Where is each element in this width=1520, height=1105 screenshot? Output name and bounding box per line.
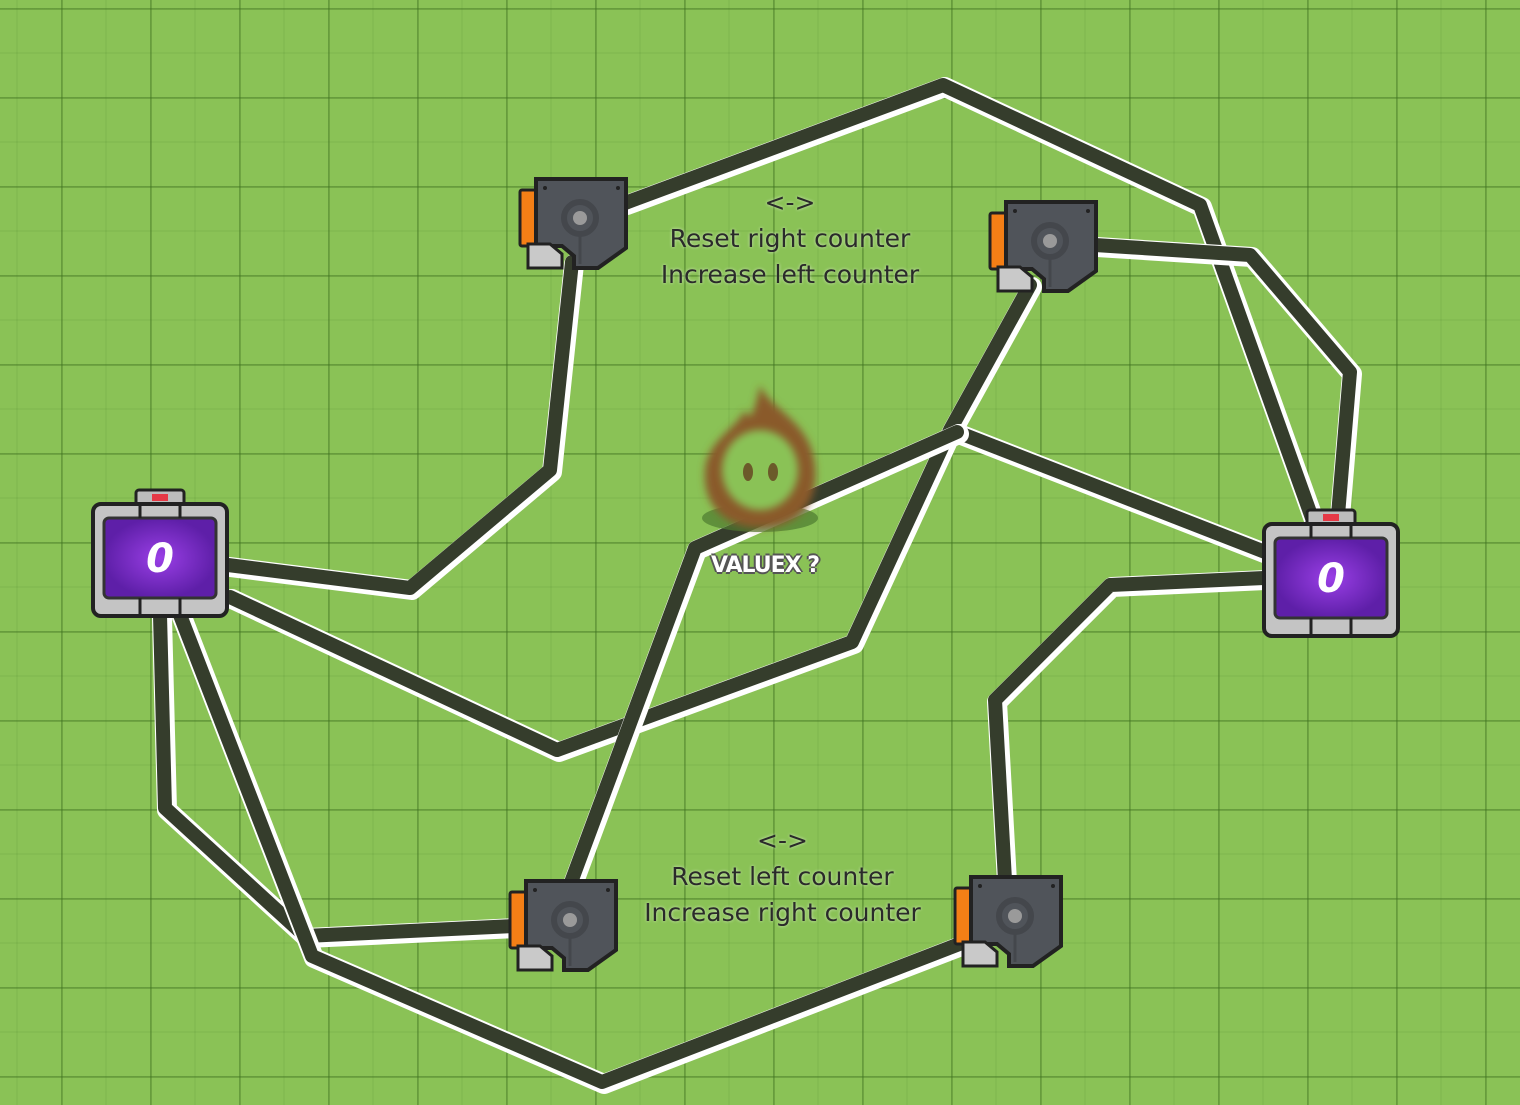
trigger-icon — [518, 177, 628, 270]
left-counter[interactable]: 0 — [90, 488, 230, 620]
wire-6 — [152, 607, 527, 948]
counter-value: 0 — [146, 536, 174, 582]
trigger-device-top-left[interactable] — [518, 176, 630, 272]
player-character — [690, 380, 840, 540]
trigger-device-top-right[interactable] — [988, 199, 1100, 295]
player-name: VALUEX ? — [710, 553, 820, 578]
trigger-icon — [953, 875, 1063, 968]
flame-avatar-icon — [702, 385, 818, 532]
counter-frame-icon: 0 — [91, 488, 229, 618]
trigger-icon — [988, 200, 1098, 293]
instruction-line: Increase left counter — [660, 260, 920, 289]
counter-value: 0 — [1317, 556, 1345, 602]
wire-6 — [153, 608, 522, 943]
wire-2 — [1088, 238, 1357, 522]
trigger-device-bottom-left[interactable] — [508, 878, 620, 974]
instruction-line: Reset right counter — [669, 224, 911, 253]
instruction-line: Reset left counter — [671, 862, 894, 891]
wire-0 — [221, 255, 579, 595]
right-counter[interactable]: 0 — [1261, 508, 1401, 640]
wire-1 — [618, 78, 1319, 525]
wire-0 — [220, 254, 584, 600]
wire-4 — [950, 425, 1272, 559]
wire-8 — [988, 571, 1271, 887]
wire-3 — [223, 278, 1037, 757]
swap-arrow-text: <-> — [757, 826, 808, 855]
wire-7 — [173, 608, 969, 1089]
swap-arrow-text: <-> — [764, 188, 816, 217]
trigger-icon — [508, 879, 618, 972]
instruction-line: Increase right counter — [644, 898, 921, 927]
wire-8 — [987, 570, 1276, 892]
top-instructions: <-> Reset right counter Increase left co… — [640, 185, 940, 293]
wire-5 — [563, 425, 964, 892]
bottom-instructions: <-> Reset left counter Increase right co… — [620, 823, 945, 931]
trigger-device-bottom-right[interactable] — [953, 874, 1065, 970]
counter-frame-icon: 0 — [1262, 508, 1400, 638]
